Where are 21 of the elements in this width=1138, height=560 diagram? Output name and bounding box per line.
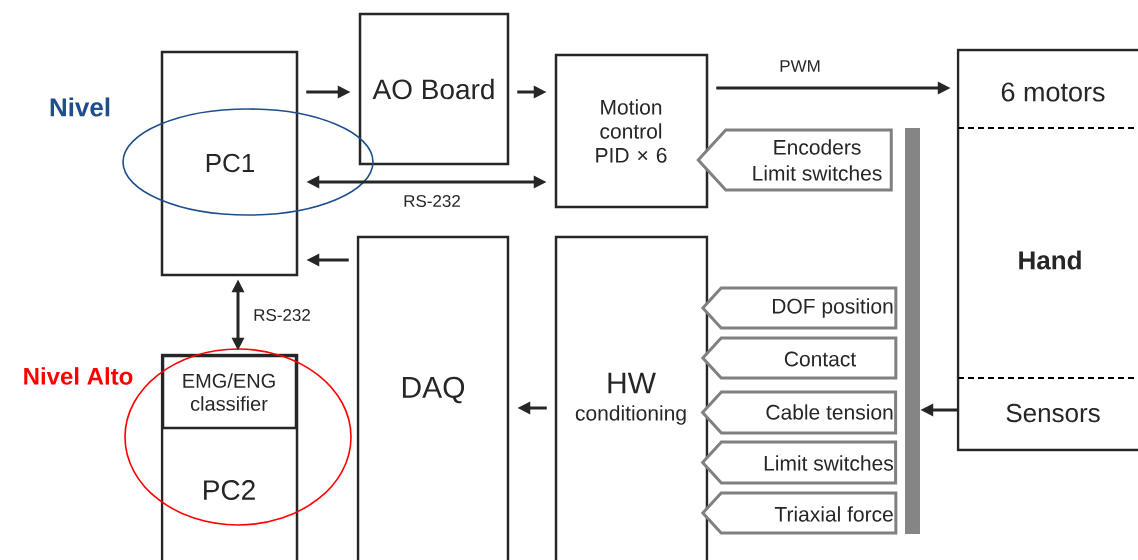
signal-tag: DOF position	[700, 286, 898, 330]
conditioning-box: HW conditioning	[554, 235, 709, 560]
sensor-section: Sensors	[1006, 403, 1100, 423]
signal-bus-bar	[905, 128, 920, 534]
level-heading: Nivel Alto	[24, 367, 133, 385]
control-box: Motion control PID × 6	[554, 53, 709, 209]
node-label: Triaxial force	[774, 506, 893, 522]
pc-box: PC1	[160, 50, 299, 277]
signal-tag: Encoders Limit switches	[696, 128, 893, 192]
signal-tag: Cable tension	[700, 390, 898, 435]
motor-section: 6 motors	[1001, 82, 1105, 102]
signal-tag: Contact	[700, 336, 898, 380]
edge-label: RS-232	[402, 194, 462, 208]
signal-tag: Limit switches	[700, 440, 898, 485]
daq-box: DAQ	[356, 235, 510, 560]
edge-label: RS-232	[252, 308, 312, 322]
level-heading: Nivel	[50, 97, 110, 117]
edge-label: PWM	[778, 59, 822, 73]
signal-tag: Triaxial force	[700, 491, 898, 535]
classifier-box: EMG/ENG classifier	[161, 354, 298, 430]
board-box: AO Board	[358, 12, 510, 166]
